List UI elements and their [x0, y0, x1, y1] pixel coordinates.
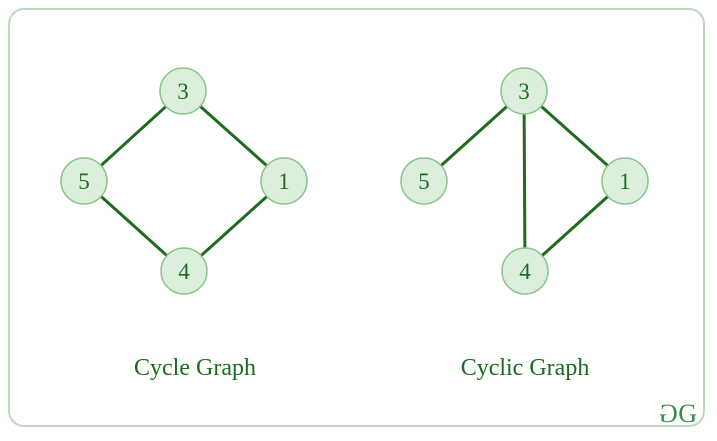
graph-node: 3	[500, 67, 548, 115]
node-label: 5	[78, 169, 90, 194]
graph-edge	[538, 104, 611, 168]
node-circle	[501, 247, 549, 295]
graph-edge	[539, 194, 611, 258]
graph-edge	[98, 104, 169, 168]
geeksforgeeks-watermark: GG	[661, 399, 697, 429]
node-circle	[60, 157, 108, 205]
node-circle	[160, 247, 208, 295]
graph-edge	[522, 111, 527, 251]
captions-layer: Cycle Graph Cyclic Graph	[134, 355, 589, 381]
graph-node: 4	[160, 247, 208, 295]
graph-caption: Cycle Graph	[134, 355, 256, 381]
nodes-layer: 3 5 1 4 3 5 1 4	[60, 67, 649, 295]
watermark-right-glyph: G	[678, 399, 697, 428]
graph-node: 3	[159, 67, 207, 115]
node-label: 5	[418, 169, 430, 194]
graph-edge	[197, 104, 270, 168]
node-label: 1	[619, 169, 631, 194]
node-label: 4	[178, 259, 190, 284]
graph-node: 1	[601, 157, 649, 205]
graph-node: 1	[260, 157, 308, 205]
graph-node: 5	[400, 157, 448, 205]
graph-caption: Cyclic Graph	[461, 355, 590, 381]
graph-edge	[98, 194, 170, 258]
graph-node: 4	[501, 247, 549, 295]
watermark-left-glyph: G	[661, 399, 679, 428]
node-label: 1	[278, 169, 290, 194]
node-label: 3	[177, 79, 189, 104]
node-circle	[159, 67, 207, 115]
edges-layer	[98, 104, 611, 258]
node-circle	[400, 157, 448, 205]
node-label: 4	[519, 259, 531, 284]
graph-edge	[438, 104, 510, 168]
node-circle	[500, 67, 548, 115]
graph-edge	[198, 194, 270, 258]
graph-node: 5	[60, 157, 108, 205]
node-label: 3	[518, 79, 530, 104]
node-circle	[601, 157, 649, 205]
node-circle	[260, 157, 308, 205]
